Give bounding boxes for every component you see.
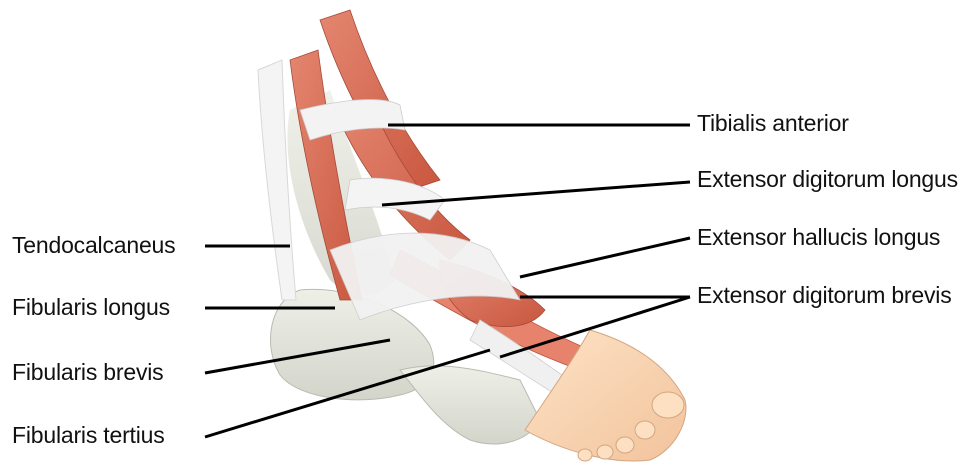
label-fibularis-tertius: Fibularis tertius (12, 424, 165, 447)
big-toe (652, 392, 684, 418)
fifth-toe (578, 449, 592, 461)
leader-line-extensor-hallucis-longus (520, 238, 690, 277)
label-fibularis-brevis: Fibularis brevis (12, 361, 163, 384)
label-tendocalcaneus: Tendocalcaneus (12, 234, 175, 257)
tendocalcaneus-tendon (258, 60, 296, 300)
third-toe (616, 437, 634, 453)
label-extensor-digitorum-brevis: Extensor digitorum brevis (697, 284, 952, 307)
second-toe (635, 421, 655, 439)
label-tibialis-anterior: Tibialis anterior (697, 112, 849, 135)
calcaneus-bone (270, 289, 433, 399)
label-extensor-hallucis-longus: Extensor hallucis longus (697, 226, 940, 249)
midfoot-bone (400, 366, 540, 444)
label-extensor-digitorum-longus: Extensor digitorum longus (697, 168, 958, 191)
fourth-toe (597, 445, 613, 459)
label-fibularis-longus: Fibularis longus (12, 296, 170, 319)
